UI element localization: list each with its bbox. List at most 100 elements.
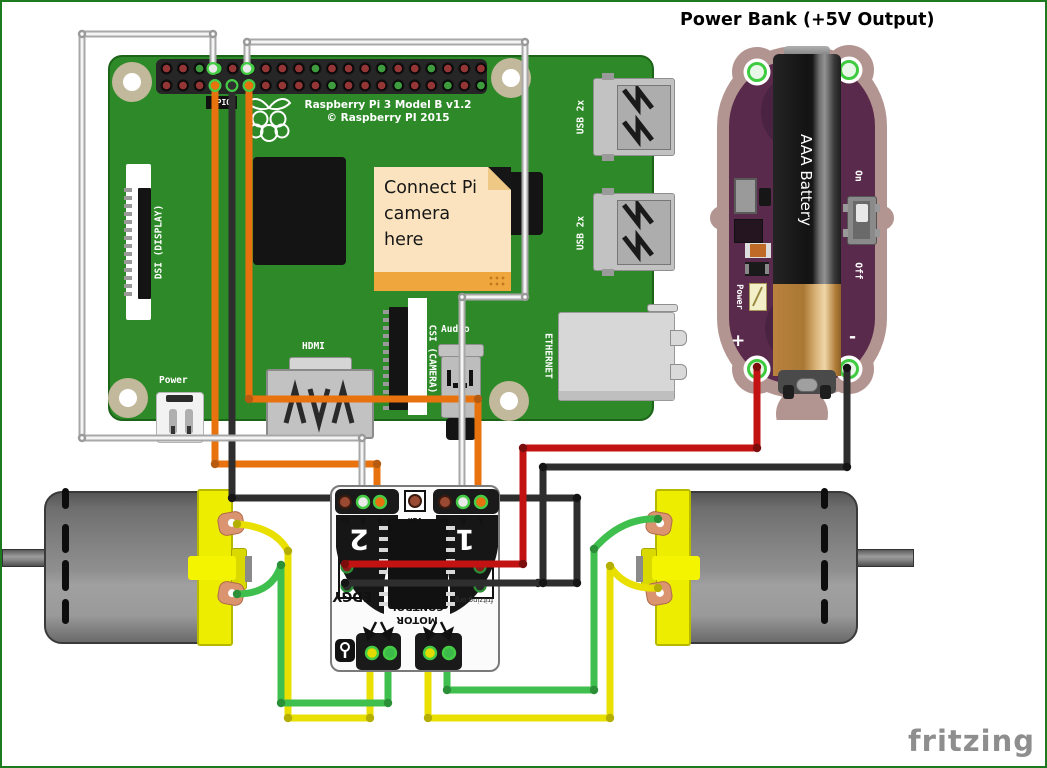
lan-chip [507,172,543,235]
fritzing-glyph [335,639,355,662]
battery-bottom [773,284,841,376]
audio-jack-mark [453,383,458,388]
controller-pin-label: Vin [407,516,423,525]
controller-output-pin [364,645,380,661]
note-text: Connect Pi camera here [384,175,477,253]
left-motor-bar [188,556,236,580]
site-label: fritzing.org [454,596,494,604]
pi-board-name: Raspberry Pi 3 Model B v1.2 © Raspberry … [290,99,486,125]
controller-pin-label: A [377,516,383,525]
power-label: Power [159,375,188,386]
motor-vent-slot [821,599,828,624]
controller-pin-Vin [408,494,422,508]
csi-ribbon [408,298,427,415]
usb-port [593,188,675,276]
motor-vent-slot [821,560,828,591]
controller-output-pin [382,645,398,661]
smd-chip [734,219,763,243]
controller-pin-B [355,494,371,510]
audio-jack-mark [447,370,451,386]
note-drag-dots [488,275,506,288]
note-fold [488,167,511,190]
hdmi-pins-glyph [283,379,355,433]
left-motor-terminal [216,509,246,538]
regulator-ic [734,178,757,214]
right-motor-nub [636,556,643,582]
controller-pin-Sp [438,495,452,509]
dsi-pins [124,188,132,298]
pi-board-name-line1: Raspberry Pi 3 Model B v1.2 [304,99,472,111]
left-motor-terminal [216,579,246,608]
motor-vent-slot [62,599,69,624]
power-connector [156,392,204,443]
controller-output-pin [422,645,438,661]
brand-label: EDGY [332,588,372,603]
right-motor-shaft [856,549,914,567]
note-line: here [384,230,424,250]
audio-label: Audio [441,324,470,335]
left-motor-shaft [2,549,48,567]
mounting-hole [112,62,152,102]
controller-output-pin [441,645,457,661]
controller-power-pin [473,579,487,593]
smd-resistor [745,243,771,258]
battery-label: AAA Battery [797,134,815,226]
mounting-hole [108,378,148,418]
ethernet-label: ETHERNET [542,333,554,379]
motor-vent-slot [62,488,69,509]
audio-jack-base [446,418,476,440]
gpio-tag: GPIO [206,96,237,109]
raspberry-pi-logo [246,98,292,142]
annotation-note: Connect Pi camera here [374,167,511,291]
audio-jack-mark [469,370,473,386]
right-motor-bar [652,556,700,580]
controller-pin-label: B [360,516,366,525]
power-switch [843,196,880,245]
csi-slot [389,307,408,410]
controller-pin-label: A [478,516,484,525]
note-line: Connect Pi [384,178,477,198]
power-bank-title: Power Bank (+5V Output) [680,10,935,30]
soc-chip [253,157,346,265]
controller-power-pin [473,560,487,574]
note-line: camera [384,204,451,224]
usb-pins-glyph [622,86,654,148]
controller-pin-Sp [338,495,352,509]
dsi-slot [138,188,151,299]
minus-terminal-label: - [849,327,857,347]
controller-pin-label: Sp [340,516,350,525]
csi-label: CSI (CAMERA) [426,324,438,394]
mounting-hole [491,58,531,98]
motor-vent-slot [62,524,69,553]
usb-bottom-label: USB 2x [575,215,587,251]
right-motor-body [684,491,858,644]
left-motor-nub [245,556,252,582]
power-led-label: Power [734,284,744,310]
ethernet-tab [670,330,687,346]
motor-vent-slot [821,524,828,553]
transistor [759,188,771,206]
usb-top-label: USB 2x [575,99,587,135]
gpio-header [156,59,487,94]
switch-on-label: On [852,170,864,182]
audio-jack-body [441,356,481,418]
ethernet-tab [647,304,678,312]
pi-board-name-line2: © Raspberry PI 2015 [326,112,450,124]
controller-pin-label: B [460,516,466,525]
motor-control-label: MOTOR CONTROL [390,601,444,625]
controller-pin-A [372,494,388,510]
dsi-label: DSI (DISPLAY) [153,204,165,280]
usb-pins-glyph [622,201,654,263]
hdmi-label: HDMI [302,341,325,352]
left-motor-body [44,491,206,644]
power-led [749,283,767,311]
plus-terminal-label: + [731,331,746,351]
controller-power-pin [340,560,354,574]
mounting-hole [489,381,529,421]
battery-clip [778,370,836,399]
channel-2-label: 2 [349,523,369,556]
smd-capacitor [745,262,769,276]
ethernet-tab [670,364,687,380]
